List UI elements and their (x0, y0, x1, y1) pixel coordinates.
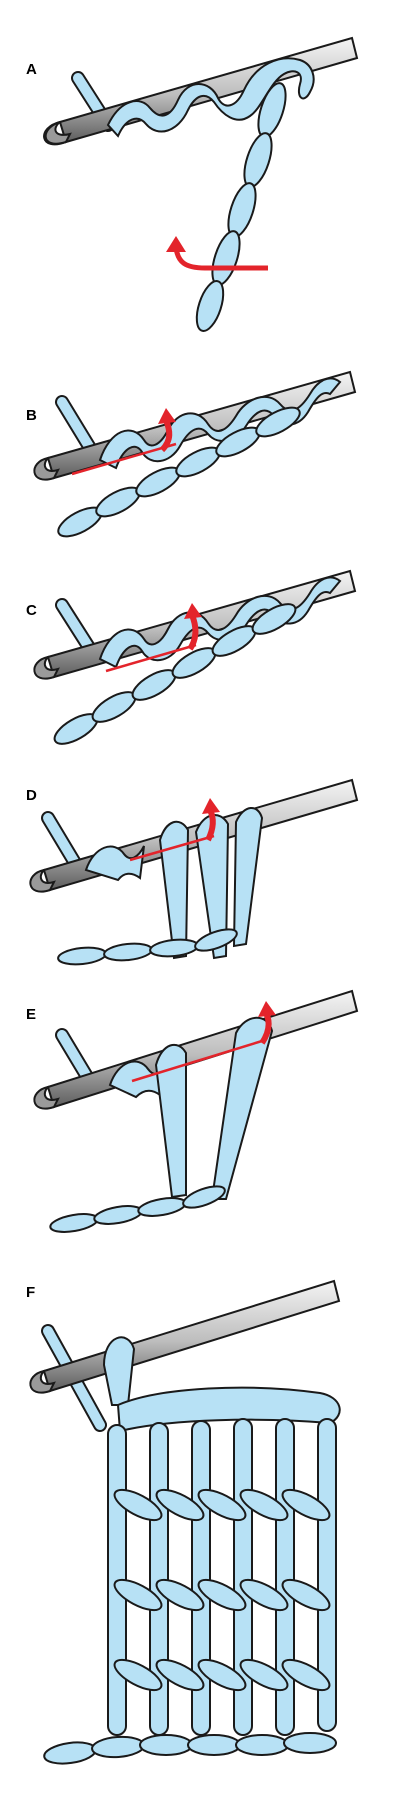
red-curved-arrow-icon (184, 603, 202, 651)
step-d-illustration (29, 778, 359, 966)
insertion-guide-line (105, 643, 197, 673)
red-curved-arrow-icon (202, 798, 220, 842)
red-curved-arrow-icon (166, 236, 268, 271)
step-label-f: F (26, 1284, 36, 1301)
step-label-c: C (26, 602, 37, 619)
step-e-panel: E (0, 985, 400, 1245)
red-curved-arrow-icon (258, 1001, 276, 1045)
step-f-panel: F (0, 1255, 400, 1805)
crochet-hook-icon (29, 778, 359, 893)
yarn-strand-icon (84, 807, 264, 960)
insertion-guide-line (131, 1039, 263, 1083)
step-b-panel: B (0, 350, 400, 560)
foundation-chain (195, 82, 287, 332)
step-a-panel: A (0, 0, 400, 345)
yarn-strand-icon (98, 377, 342, 470)
loop-on-hook (102, 1336, 136, 1406)
step-label-d: D (26, 787, 37, 804)
red-curved-arrow-icon (158, 408, 176, 453)
step-a-illustration (43, 36, 359, 332)
step-label-b: B (26, 407, 37, 424)
crochet-hook-icon (29, 1279, 341, 1394)
step-e-illustration (33, 989, 359, 1233)
foundation-chain (57, 406, 301, 538)
step-label-a: A (26, 61, 37, 78)
foundation-chain (43, 1732, 337, 1765)
stitch-fabric (107, 1386, 341, 1736)
insertion-guide-line (71, 442, 177, 476)
foundation-chain (49, 1185, 226, 1233)
step-c-panel: C (0, 555, 400, 765)
step-f-illustration (29, 1279, 341, 1765)
step-d-panel: D (0, 760, 400, 980)
yarn-strand-icon (106, 57, 315, 138)
yarn-strand-icon (98, 576, 342, 669)
step-label-e: E (26, 1006, 37, 1023)
crochet-hook-icon (33, 989, 359, 1110)
step-c-illustration (33, 569, 357, 745)
step-b-illustration (33, 370, 357, 538)
foundation-chain (57, 928, 238, 966)
foundation-chain (53, 603, 297, 745)
insertion-guide-line (129, 834, 215, 862)
